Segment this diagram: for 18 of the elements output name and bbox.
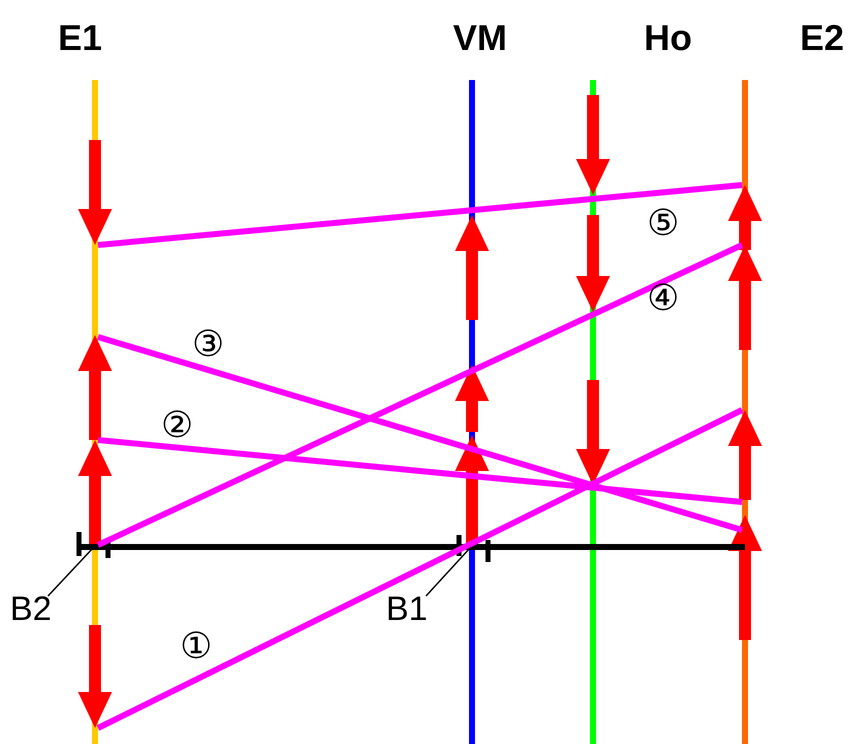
line-label: Ho (643, 20, 693, 56)
point-label: B2 (10, 592, 52, 626)
light-ray (96, 407, 744, 731)
leader-line (47, 547, 94, 597)
light-ray (96, 242, 744, 548)
light-ray (97, 334, 743, 533)
line-label: E1 (56, 20, 104, 56)
edge-label: ① (180, 629, 212, 665)
edge-label: ④ (647, 281, 680, 317)
edge-label: ⑤ (647, 206, 680, 242)
light-ray (98, 182, 742, 248)
light-ray (98, 437, 742, 505)
edge-label: ③ (192, 327, 224, 363)
line-label: VM (452, 20, 508, 56)
line-label: E2 (798, 20, 846, 56)
point-label: B1 (386, 592, 428, 626)
leader-line (425, 548, 471, 596)
edge-label: ② (161, 408, 194, 444)
